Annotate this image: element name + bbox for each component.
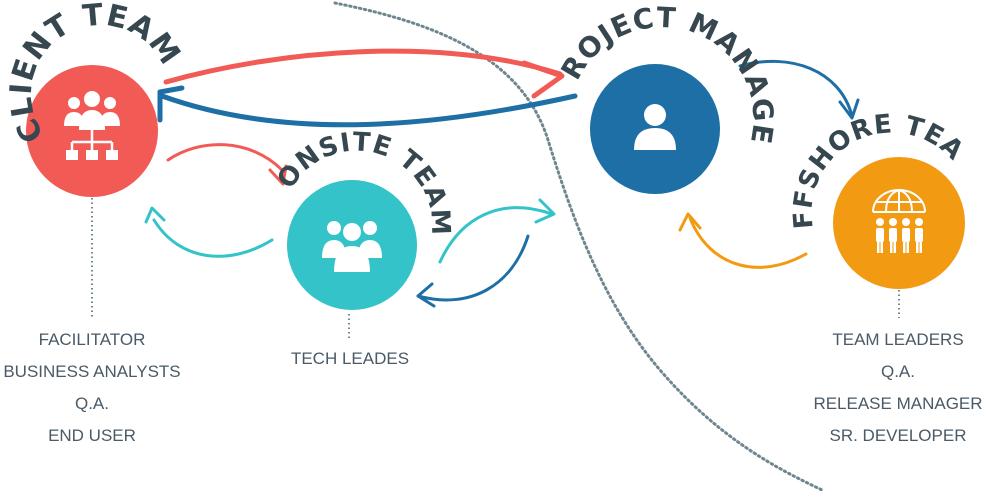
offshore-role-item: RELEASE MANAGER xyxy=(813,394,983,413)
globe-people-icon xyxy=(872,188,926,253)
org-chart-people-icon xyxy=(64,91,120,160)
onsite-role-item: TECH LEADES xyxy=(290,349,410,368)
onsite-to-manager-arrow xyxy=(438,198,556,264)
client-role-item: END USER xyxy=(48,426,136,445)
client-roles-list: FACILITATOR BUSINESS ANALYSTS Q.A. END U… xyxy=(0,324,192,452)
client-role-item: FACILITATOR xyxy=(38,330,146,349)
manager-to-client-arrow xyxy=(157,85,578,128)
onsite-team-node: ONSITE TEAM xyxy=(272,127,454,310)
onsite-roles-list: TECH LEADES xyxy=(270,343,430,375)
onsite-team-circle xyxy=(287,180,417,310)
offshore-roles-list: TEAM LEADERS Q.A. RELEASE MANAGER SR. DE… xyxy=(808,324,988,452)
person-icon xyxy=(634,104,676,150)
team-group-icon xyxy=(322,221,382,272)
dotted-divider xyxy=(333,1,824,492)
client-role-item: Q.A. xyxy=(74,394,109,413)
offshore-to-manager-arrow xyxy=(678,212,808,269)
offshore-role-item: SR. DEVELOPER xyxy=(829,426,967,445)
client-to-onsite-arrow xyxy=(166,143,288,186)
offshore-team-circle xyxy=(833,157,965,289)
manager-to-offshore-arrow xyxy=(738,59,860,120)
onsite-to-client-arrow xyxy=(144,206,274,258)
client-to-manager-arrow xyxy=(163,48,565,99)
offshore-role-item: Q.A. xyxy=(880,362,915,381)
offshore-role-item: TEAM LEADERS xyxy=(832,330,964,349)
manager-to-onsite-arrow xyxy=(416,234,530,308)
client-role-item: BUSINESS ANALYSTS xyxy=(3,362,181,381)
